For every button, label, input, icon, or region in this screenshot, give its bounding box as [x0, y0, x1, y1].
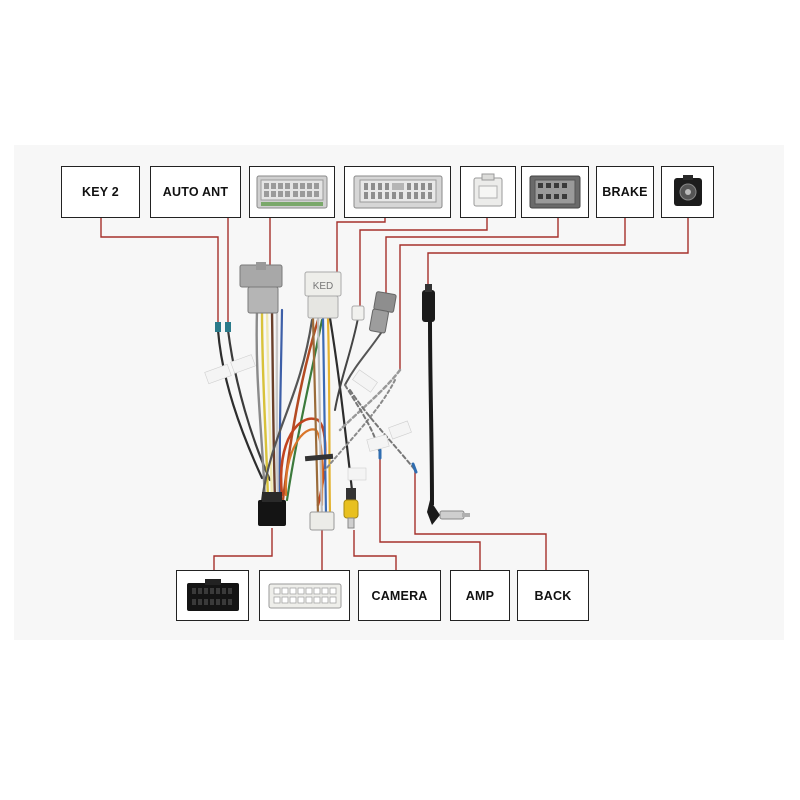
key2-label: KEY 2 — [82, 185, 119, 199]
brake-cable — [422, 284, 470, 525]
connector-stamp-text: KED — [313, 281, 334, 292]
back-label: BACK — [534, 588, 572, 603]
leader-brake — [399, 218, 626, 370]
auto-ant-box: AUTO ANT — [150, 166, 241, 218]
camera-label: CAMERA — [371, 588, 428, 603]
harness-head-small-white — [351, 305, 365, 321]
key2-box: KEY 2 — [61, 166, 140, 218]
background-panel — [14, 145, 784, 640]
harness-head-grey — [239, 262, 283, 314]
connector-16pin-black-box — [176, 570, 249, 621]
harness-end-white-16pin — [309, 511, 335, 531]
connector-24pin-grey-box — [344, 166, 451, 218]
leader-connector-24pin-grey — [336, 218, 386, 275]
amp-box: AMP — [450, 570, 510, 621]
back-box: BACK — [517, 570, 589, 621]
connector-16pin-white-box — [259, 570, 350, 621]
connector-16pin-grey-box — [249, 166, 335, 218]
connector-16pin-black-icon — [186, 578, 239, 611]
auto-ant-label: AUTO ANT — [162, 185, 229, 199]
connector-black-round-box — [661, 166, 714, 218]
connector-16pin-white-icon — [268, 583, 341, 608]
connector-dark-grey-box — [521, 166, 589, 218]
wire-tags — [204, 354, 412, 481]
leader-amp — [379, 455, 481, 570]
harness-head-ked: KED — [304, 271, 342, 319]
harness-end-rca-yellow — [343, 488, 359, 529]
connector-dark-grey-icon — [529, 175, 581, 209]
leader-connector-black-round — [427, 218, 689, 295]
leader-connector-small-white — [359, 218, 488, 315]
brake-label: BRAKE — [602, 185, 648, 199]
leader-connector-dark-grey — [385, 218, 559, 300]
connector-small-white-icon — [473, 173, 503, 207]
camera-box: CAMERA — [358, 570, 441, 621]
connector-small-white-box — [460, 166, 516, 218]
leader-camera — [353, 530, 397, 570]
connector-black-round-icon — [673, 175, 702, 206]
connector-24pin-grey-icon — [353, 175, 442, 209]
connector-16pin-grey-icon — [256, 175, 328, 209]
harness-head-dark-grey — [369, 291, 397, 334]
wire-bundle — [215, 308, 418, 517]
leader-key2 — [100, 218, 219, 330]
leader-back — [414, 470, 547, 570]
amp-label: AMP — [465, 588, 495, 603]
harness-end-black-16pin — [258, 492, 286, 526]
leader-connector-16pin-black — [213, 528, 273, 570]
brake-box: BRAKE — [596, 166, 654, 218]
leader-lines — [100, 218, 689, 570]
